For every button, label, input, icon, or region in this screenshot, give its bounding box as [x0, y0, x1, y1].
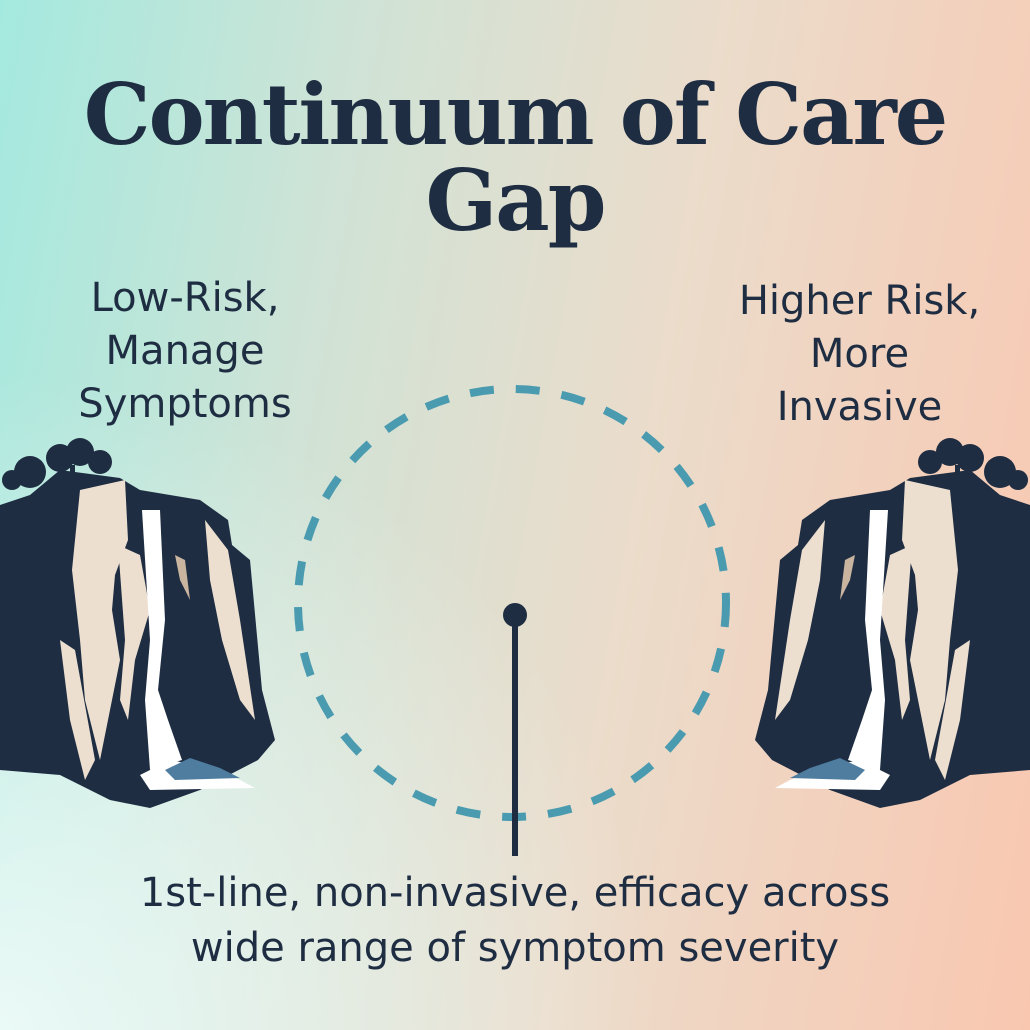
left-label-line: Manage [105, 328, 265, 374]
caption: 1st-line, non-invasive, efficacy across … [0, 866, 1030, 976]
caption-line: 1st-line, non-invasive, efficacy across [139, 870, 891, 916]
right-label-line: More [809, 331, 910, 377]
left-cliff-waterfall-illustration [0, 438, 275, 808]
right-label: Higher Risk, More Invasive [712, 275, 1007, 434]
left-label-line: Low-Risk, [90, 275, 280, 321]
right-cliff-waterfall-illustration [755, 438, 1030, 808]
left-label-line: Symptoms [78, 381, 292, 427]
left-label: Low-Risk, Manage Symptoms [40, 272, 330, 431]
right-label-line: Invasive [776, 384, 943, 430]
page-title: Continuum of Care Gap [0, 72, 1030, 244]
right-label-line: Higher Risk, [738, 278, 981, 324]
pointer-dot [503, 603, 527, 627]
title-line-2: Gap [425, 151, 607, 250]
title-line-1: Continuum of Care [83, 65, 948, 164]
caption-line: wide range of symptom severity [190, 925, 840, 971]
